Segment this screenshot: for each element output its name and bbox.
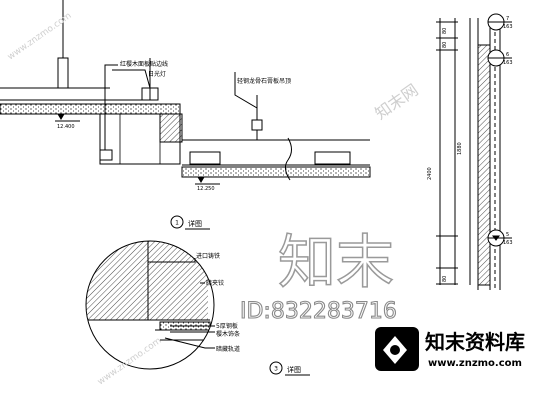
brand-logo: 知末资料库 www.znzmo.com [368,322,558,382]
watermark-diagonal-2: 知末网 [371,80,421,123]
note-layer-2: 樱木饰条 [216,330,240,338]
detail-3-label: 详图 [287,365,301,374]
note-ceiling-light: 红樱木面板贴边线 [120,60,168,68]
marker-b-bottom: 163 [503,60,513,66]
note-layer-3: 暗藏轨道 [216,345,240,353]
detail-title-3: 3 详图 [269,361,310,376]
logo-mark-icon [375,327,419,371]
detail-3-number: 3 [274,366,278,373]
dim-4: 2400 [427,167,433,180]
ceiling-annotations: 红樱木面板贴边线 日光灯 轻钢龙骨石膏板吊顶 12.400 12.250 [57,60,291,192]
dim-5: 80 [442,276,448,282]
elevation-1: 12.400 [57,124,75,130]
ceiling-section [0,0,371,185]
marker-a-top: 7 [506,16,509,22]
detail-1-number: 1 [175,220,179,227]
marker-a-bottom: 163 [503,24,513,30]
circular-detail: 进口铸铁 暗夹铰 5厚钢板 樱木饰条 暗藏轨道 [85,240,240,370]
detail-title-1: 1 详图 [170,215,210,230]
watermark-brand-large: 知末 [278,228,394,296]
elevation-dimensions: 80 80 1880 2400 80 7 163 6 163 5 163 [427,16,513,282]
marker-b-top: 6 [506,52,509,58]
marker-c-bottom: 163 [503,240,513,246]
dim-2: 80 [442,42,448,48]
dim-3: 1880 [457,142,463,155]
note-fluorescent: 日光灯 [148,70,166,78]
elevation-section [436,13,512,290]
note-hinge: 暗夹铰 [206,279,224,287]
note-door-handle: 进口铸铁 [196,252,220,260]
elevation-2: 12.250 [197,186,215,192]
detail-1-label: 详图 [188,219,202,228]
brand-name: 知末资料库 [425,330,525,354]
brand-url: www.znzmo.com [428,358,522,369]
note-gypsum-ceiling: 轻钢龙骨石膏板吊顶 [237,77,291,85]
marker-c-top: 5 [506,232,509,238]
note-layer-1: 5厚钢板 [216,322,238,330]
watermark-id: ID:832283716 [240,299,397,324]
dim-1: 80 [442,28,448,34]
